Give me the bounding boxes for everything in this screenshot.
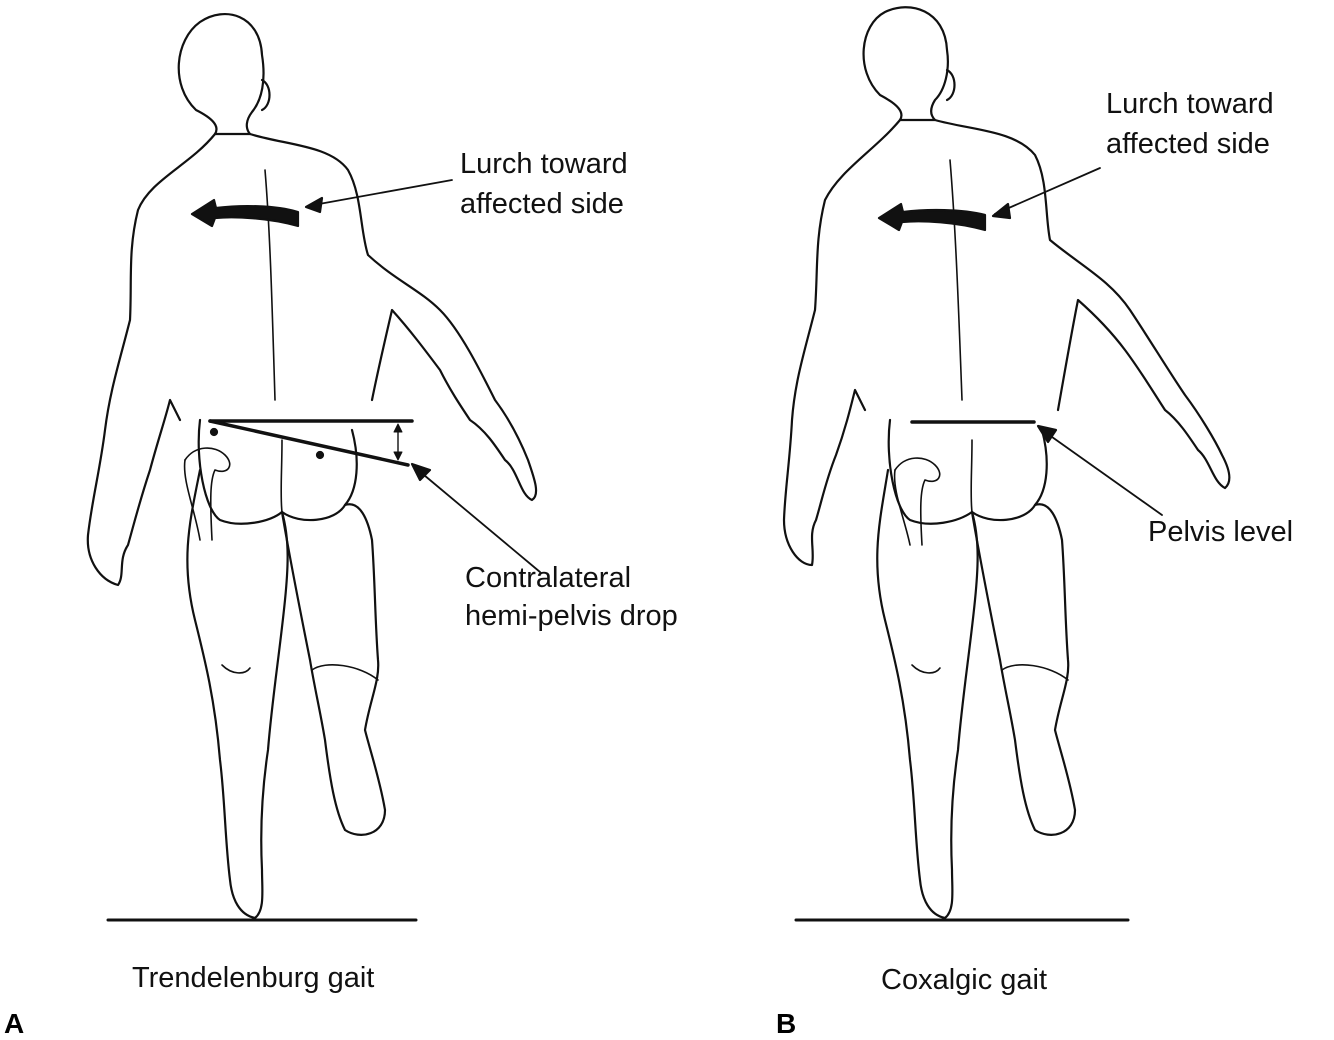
figure-a-body (86, 13, 538, 920)
panel-letter-b: B (776, 1008, 797, 1039)
dropped-pelvis-line-a (208, 419, 410, 467)
lurch-label-b-line2: affected side (1106, 128, 1270, 160)
caption-a: Trendelenburg gait (132, 962, 375, 994)
lurch-leader-a (307, 179, 453, 207)
figure-b-body (782, 6, 1231, 920)
lurch-label-b-line1: Lurch toward (1106, 88, 1274, 120)
caption-b: Coxalgic gait (881, 964, 1048, 996)
pelvis-level-leader-b (1044, 431, 1163, 516)
pelvis-drop-label-line2: hemi-pelvis drop (465, 600, 678, 632)
lurch-arrow-a (190, 198, 300, 228)
panel-letter-a: A (4, 1008, 25, 1039)
pelvis-level-label: Pelvis level (1148, 516, 1294, 548)
lurch-leader-b (994, 167, 1101, 215)
lurch-label-a-line2: affected side (460, 188, 624, 220)
lurch-label-a-line1: Lurch toward (460, 148, 628, 180)
pelvis-dot-right-a (315, 450, 325, 460)
pelvis-drop-leader-a (417, 469, 541, 573)
lurch-arrow-b (877, 202, 987, 232)
pelvis-drop-label-line1: Contralateral (465, 562, 632, 594)
pelvis-dot-left-a (209, 427, 219, 437)
